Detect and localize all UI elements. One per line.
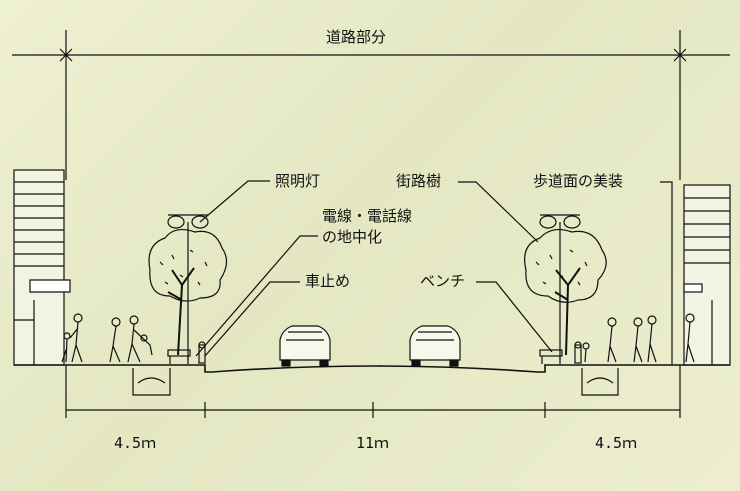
- leader-bollard: [204, 281, 300, 357]
- car-left: [279, 325, 331, 367]
- bollard-right: [574, 341, 582, 364]
- dimension-left-sidewalk: 4.5ｍ: [114, 434, 157, 452]
- label-bench: ベンチ: [420, 272, 466, 290]
- boundary-tick-right: [673, 48, 687, 62]
- car-right: [409, 325, 461, 367]
- ground-profile: [14, 364, 730, 373]
- label-cables-line2: の地中化: [322, 228, 383, 246]
- pedestrian-group-right: [582, 313, 695, 363]
- street-lamp-right: [539, 214, 581, 360]
- leader-cables: [195, 235, 318, 357]
- bollard-left: [198, 341, 206, 364]
- planter-soil-left: [137, 377, 166, 384]
- leader-bench: [476, 281, 553, 353]
- dimension-right-sidewalk: 4.5ｍ: [595, 434, 638, 452]
- dimension-roadway: 11ｍ: [356, 434, 390, 452]
- label-street-tree: 街路樹: [396, 172, 442, 190]
- street-lamp-left: [167, 214, 209, 360]
- label-cables-line1: 電線・電話線: [322, 207, 413, 225]
- leader-street-tree: [458, 181, 539, 243]
- left-building: [13, 169, 71, 366]
- street-tree-left: [148, 228, 228, 356]
- pedestrian-group-left: [61, 313, 153, 363]
- leader-pavement: [660, 181, 673, 365]
- label-lamp: 照明灯: [275, 172, 321, 190]
- label-bollard: 車止め: [305, 272, 351, 290]
- bench-right: [539, 349, 563, 364]
- bench-left: [167, 349, 191, 364]
- street-tree-right: [524, 228, 607, 356]
- boundary-tick-left: [59, 48, 73, 62]
- label-pavement: 歩道面の美装: [533, 172, 624, 190]
- planter-box-left: [132, 368, 171, 396]
- planter-soil-right: [586, 377, 614, 384]
- road-section-title: 道路部分: [326, 28, 387, 46]
- right-building: [683, 184, 731, 366]
- planter-box-right: [581, 368, 619, 396]
- leader-lamp: [199, 180, 270, 223]
